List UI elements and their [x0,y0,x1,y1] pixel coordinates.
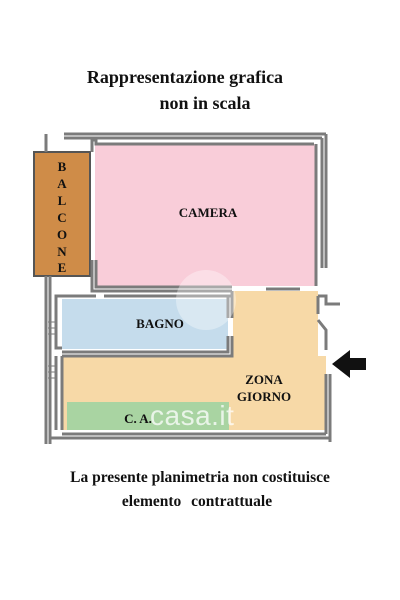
balcone-letter-7: E [58,260,67,275]
balcone-letter-5: O [57,227,67,242]
room-camera [95,144,315,286]
casa-logo-icon [176,270,236,330]
zona-giorno-label-line2: GIORNO [237,389,291,404]
balcone-letter-2: A [57,176,67,191]
balcone-letter-6: N [57,244,67,259]
disclaimer-line1: La presente planimetria non costituisce [70,469,330,486]
room-balcone [33,151,91,277]
room-zona-giorno [62,291,326,430]
zona-giorno-label-line1: ZONA [245,372,283,387]
plan-title-line2: non in scala [159,93,251,113]
entrance-arrow-icon [332,350,366,378]
window-marks [48,321,56,379]
balcone-letter-3: L [58,193,67,208]
plan-title: Rappresentazione grafica non in scala [0,64,400,116]
plan-title-line1: Rappresentazione grafica [86,67,284,87]
watermark-text: casa.it [150,400,235,431]
camera-label: CAMERA [179,205,238,220]
balcone-letter-1: B [58,159,67,174]
balcone-letter-4: C [57,210,66,225]
disclaimer: La presente planimetria non costituisce … [0,466,400,514]
bagno-label: BAGNO [136,316,184,331]
room-bagno [62,299,228,349]
disclaimer-line2: elemento contrattuale [121,493,273,510]
room-ca [67,402,229,430]
ca-label: C. A. [124,411,152,426]
